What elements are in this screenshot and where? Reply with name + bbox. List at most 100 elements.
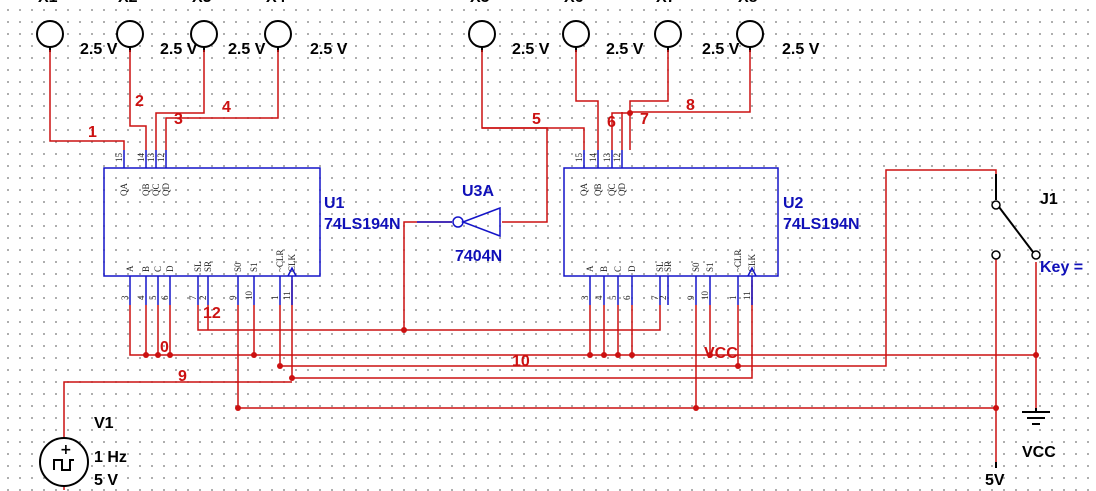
v1-ref: V1 [94, 415, 114, 432]
vcc-labels: VCC VCC 5V [704, 345, 1056, 489]
j1-key: Key = [1040, 259, 1083, 276]
probe-name: X1 [38, 0, 58, 6]
net-label-3: 3 [174, 111, 183, 128]
pin-name: S0 [233, 262, 243, 272]
pin-number: 5 [148, 295, 158, 300]
v1-freq: 1 Hz [94, 449, 127, 466]
pin-number: 13 [146, 153, 156, 163]
pin-number: 7 [188, 295, 198, 300]
probe-voltage: 2.5 V [160, 41, 198, 58]
pin-name: QA [119, 183, 129, 196]
pin-number: 15 [114, 153, 124, 163]
switch-j1[interactable]: J1 Key = [991, 174, 1083, 276]
vcc-source-value: 5V [985, 472, 1005, 489]
net-label-7: 7 [640, 111, 649, 128]
probe-lamp-icon [116, 20, 144, 48]
pin-name: QA [579, 183, 589, 196]
probe-lamp-icon [468, 20, 496, 48]
pin-number: 14 [588, 153, 598, 163]
net-label-9: 9 [178, 368, 187, 385]
pin-name: QC [151, 183, 161, 196]
probe-name: X3 [192, 0, 212, 6]
pin-number: 6 [160, 295, 170, 300]
u3-ref: U3A [462, 183, 494, 200]
probe-name: X7 [656, 0, 676, 6]
pin-name: CLK [747, 253, 757, 272]
probe-lamps: X12.5 VX22.5 VX32.5 VX42.5 VX52.5 VX62.5… [36, 0, 820, 58]
probe-lamp-icon [190, 20, 218, 48]
probe-voltage: 2.5 V [782, 41, 820, 58]
v1-amp: 5 V [94, 472, 118, 489]
pin-number: 11 [742, 291, 752, 300]
clock-source-v1[interactable]: + V1 1 Hz 5 V [39, 415, 127, 489]
pin-name: QC [607, 183, 617, 196]
probe-x6[interactable]: X6 2.5 V [562, 0, 644, 58]
pin-number: 9 [686, 295, 696, 300]
probe-voltage: 2.5 V [310, 41, 348, 58]
pin-name: S1 [249, 262, 259, 272]
probe-voltage: 2.5 V [228, 41, 266, 58]
probe-name: X4 [266, 0, 286, 6]
pin-number: 4 [136, 295, 146, 300]
j1-ref: J1 [1040, 191, 1058, 208]
probe-lamp-icon [36, 20, 64, 48]
pin-number: 3 [580, 295, 590, 300]
pin-number: 14 [136, 153, 146, 163]
pin-number: 3 [120, 295, 130, 300]
inverter-u3a[interactable]: U3A 7404N [417, 183, 502, 265]
pin-number: 10 [700, 291, 710, 301]
pin-number: 1 [270, 296, 280, 301]
pin-name: S1 [705, 262, 715, 272]
svg-text:+: + [60, 442, 72, 458]
net-labels: 1 2 3 4 5 6 7 8 12 0 10 9 [88, 93, 695, 385]
pin-name: D [165, 265, 175, 272]
pin-number: 2 [658, 296, 668, 301]
probe-lamp-icon [562, 20, 590, 48]
probe-name: X6 [564, 0, 584, 6]
pin-name: A [125, 265, 135, 272]
probe-voltage: 2.5 V [606, 41, 644, 58]
probe-x7[interactable]: X7 2.5 V [654, 0, 740, 58]
pin-number: 12 [156, 153, 166, 162]
probe-x2[interactable]: X2 2.5 V [116, 0, 198, 58]
net-label-1: 1 [88, 124, 97, 141]
probe-voltage: 2.5 V [702, 41, 740, 58]
probe-x1[interactable]: X12.5 V [36, 0, 118, 58]
pin-name: SL [193, 261, 203, 272]
net-label-4: 4 [222, 99, 231, 116]
pin-number: 2 [198, 296, 208, 301]
pin-number: 13 [602, 153, 612, 163]
pin-name: CLK [287, 253, 297, 272]
pin-number: 15 [574, 153, 584, 163]
u2-part: 74LS194N [783, 216, 860, 233]
probe-name: X8 [738, 0, 758, 6]
probe-x5[interactable]: X52.5 V [468, 0, 550, 58]
pin-number: 11 [282, 291, 292, 300]
junctions [143, 110, 1039, 411]
pin-number: 10 [244, 291, 254, 301]
probe-name: X2 [118, 0, 138, 6]
net-wires-top [49, 50, 751, 223]
pin-number: 4 [594, 295, 604, 300]
pin-name: QB [141, 183, 151, 196]
probe-x8[interactable]: X8 2.5 V [736, 0, 820, 58]
net-label-8: 8 [686, 97, 695, 114]
pin-number: 6 [622, 295, 632, 300]
probe-x3[interactable]: X3 2.5 V [190, 0, 266, 58]
probe-lamp-icon [264, 20, 292, 48]
pin-name: ~CLR [733, 250, 743, 272]
pin-number: 1 [728, 296, 738, 301]
net-label-6: 6 [607, 114, 616, 131]
clock-edge-icon [747, 266, 757, 277]
pin-name: QD [617, 183, 627, 196]
probe-x4[interactable]: X4 2.5 V [264, 0, 348, 58]
pin-name: SR [203, 261, 213, 272]
u3-part: 7404N [455, 248, 502, 265]
vcc-source-label: VCC [1022, 444, 1056, 461]
u2-ref: U2 [783, 195, 804, 212]
probe-voltage: 2.5 V [512, 41, 550, 58]
pin-number: 12 [612, 153, 622, 162]
